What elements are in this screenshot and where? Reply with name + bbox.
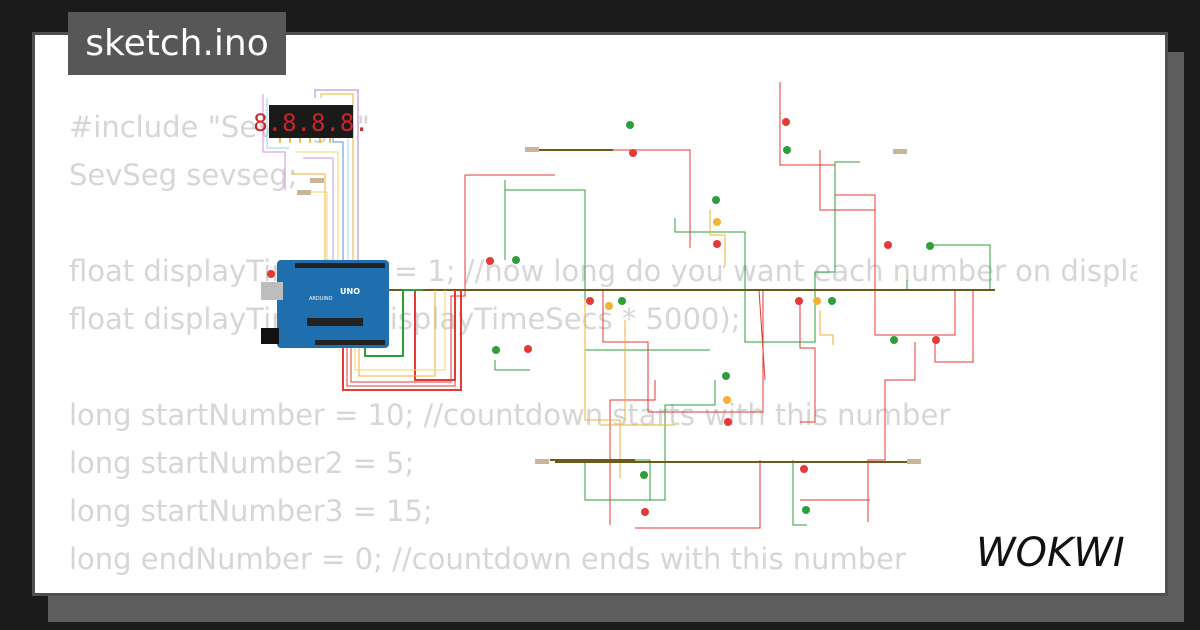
- resistor: [525, 147, 539, 152]
- resistor: [893, 149, 907, 154]
- brand-logo-text: WOKWI: [976, 530, 1125, 574]
- resistors: [297, 147, 921, 464]
- display-digits: 8.8.8.8.: [255, 109, 369, 137]
- leds: [486, 118, 940, 516]
- red-led: [795, 297, 803, 305]
- green-leds: [492, 121, 934, 514]
- yellow-wires: [584, 210, 834, 478]
- green-led: [626, 121, 634, 129]
- seven-segment-display: 8.8.8.8.: [255, 105, 369, 143]
- red-led: [586, 297, 594, 305]
- code-line: SevSeg sevseg;: [69, 158, 298, 192]
- red-led: [524, 345, 532, 353]
- red-led: [800, 465, 808, 473]
- green-led: [722, 372, 730, 380]
- code-line: long startNumber2 = 5;: [69, 446, 415, 480]
- green-led: [783, 146, 791, 154]
- bus-wires: [385, 149, 995, 463]
- code-line: int matrixSeed[] = {1,2,4,1,6,8,2,1,4,5}…: [69, 583, 1137, 593]
- green-led: [802, 506, 810, 514]
- circuit-diagram: 8.8.8.8. UNO ARDUINO: [255, 82, 995, 529]
- resistor: [907, 459, 921, 464]
- board-brand: ARDUINO: [309, 296, 333, 302]
- green-led: [828, 297, 836, 305]
- yellow-led: [713, 218, 721, 226]
- board-name: UNO: [340, 287, 360, 296]
- green-led: [492, 346, 500, 354]
- green-led: [640, 471, 648, 479]
- yellow-led: [813, 297, 821, 305]
- preview-card: #include "SevSeg.h" SevSeg sevseg; float…: [32, 32, 1168, 596]
- yellow-led: [723, 396, 731, 404]
- resistor: [535, 459, 549, 464]
- code-line: long endNumber = 0; //countdown ends wit…: [69, 542, 906, 576]
- red-led: [782, 118, 790, 126]
- code-line: long startNumber = 10; //countdown start…: [69, 398, 951, 432]
- yellow-leds: [605, 218, 821, 404]
- arduino-uno-board: UNO ARDUINO: [261, 260, 389, 348]
- red-led: [486, 257, 494, 265]
- code-line: float displayTimeSecs = 1; //how long do…: [69, 254, 1137, 288]
- resistor: [310, 178, 324, 183]
- red-led: [932, 336, 940, 344]
- red-led: [641, 508, 649, 516]
- wokwi-logo: WOKWI: [976, 530, 1125, 574]
- red-led: [713, 240, 721, 248]
- green-led: [712, 196, 720, 204]
- resistor: [297, 190, 311, 195]
- red-wires: [346, 82, 974, 529]
- red-leds: [486, 118, 940, 516]
- harness: [342, 289, 462, 391]
- code-line: long startNumber3 = 15;: [69, 494, 433, 528]
- yellow-led: [605, 302, 613, 310]
- green-led: [890, 336, 898, 344]
- green-led: [512, 256, 520, 264]
- red-led: [884, 241, 892, 249]
- red-led: [724, 418, 732, 426]
- green-wires: [494, 161, 991, 526]
- red-led: [629, 149, 637, 157]
- file-name-tag: sketch.ino: [68, 12, 286, 75]
- green-led: [618, 297, 626, 305]
- green-led: [926, 242, 934, 250]
